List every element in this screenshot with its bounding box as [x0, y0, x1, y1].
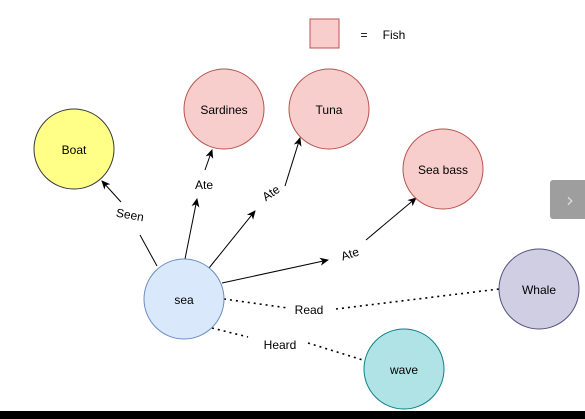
edge-label-heard: Heard — [264, 338, 297, 352]
edge-ate-sea-bass: Ate — [221, 197, 417, 284]
edge-label-ate-sardines: Ate — [195, 178, 213, 192]
node-wave[interactable]: wave — [363, 328, 445, 410]
edge-seen: Seen — [101, 180, 158, 267]
node-sea-bass-label: Sea bass — [418, 163, 468, 177]
node-tuna-label: Tuna — [316, 103, 343, 117]
legend-fish-swatch — [309, 18, 340, 49]
edge-heard: Heard — [211, 327, 367, 362]
node-boat-label: Boat — [62, 143, 87, 157]
legend-equals: = — [360, 28, 367, 42]
edge-label-read: Read — [295, 303, 324, 317]
node-tuna[interactable]: Tuna — [288, 68, 370, 150]
node-boat[interactable]: Boat — [33, 108, 115, 190]
node-whale-label: Whale — [522, 283, 556, 297]
edge-ate-tuna: Ate — [208, 137, 302, 269]
node-sea-label: sea — [174, 293, 194, 307]
node-sardines[interactable]: Sardines — [183, 68, 265, 150]
node-sea[interactable]: sea — [143, 258, 225, 340]
chevron-right-icon: › — [566, 188, 574, 212]
side-panel-toggle[interactable]: › — [550, 180, 585, 219]
edge-read: Read — [223, 288, 500, 317]
node-wave-label: wave — [389, 363, 418, 377]
edge-ate-sardines: Ate — [184, 149, 213, 260]
node-sardines-label: Sardines — [200, 103, 247, 117]
edge-label-seen: Seen — [115, 206, 145, 225]
edge-label-ate-sea-bass: Ate — [339, 244, 361, 263]
edge-label-ate-tuna: Ate — [260, 182, 283, 204]
node-sea-bass[interactable]: Sea bass — [402, 128, 484, 210]
legend-fish-label: Fish — [383, 28, 406, 42]
node-whale[interactable]: Whale — [498, 248, 580, 330]
